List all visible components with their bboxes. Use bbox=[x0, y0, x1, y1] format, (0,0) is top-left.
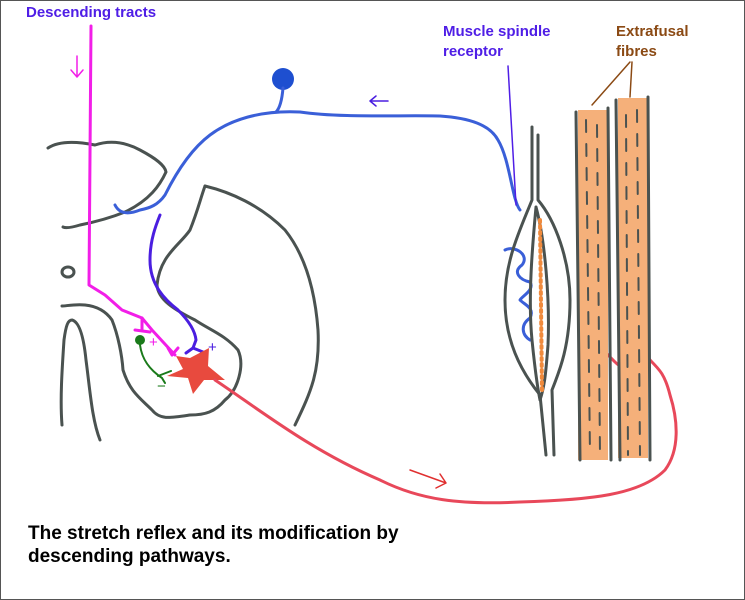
descending-arrow-icon bbox=[70, 55, 84, 78]
descending-tract-branch bbox=[133, 316, 152, 334]
descending-tract-axon bbox=[87, 24, 177, 357]
spindle-leader-line bbox=[507, 65, 517, 206]
afferent-terminal bbox=[184, 346, 205, 355]
muscle-spindle-label-line-1: Muscle spindle bbox=[443, 23, 551, 40]
extrafusal-leader-line-1 bbox=[591, 61, 631, 106]
descending-tracts-label: Descending tracts bbox=[26, 4, 157, 21]
afferent-axon bbox=[113, 110, 522, 215]
afferent-excitatory-sign: + bbox=[208, 339, 217, 356]
descending-excitatory-sign: + bbox=[149, 334, 158, 351]
spinal-cord-outline-left-lower bbox=[59, 318, 102, 442]
dorsal-root-ganglion-cell-body bbox=[272, 68, 294, 90]
afferent-ganglion-stem bbox=[274, 86, 285, 114]
muscle-spindle-intrafusal bbox=[528, 205, 550, 402]
muscle-spindle-label: Muscle spindle receptor bbox=[443, 22, 551, 62]
extrafusal-fibre-2 bbox=[614, 95, 652, 462]
extrafusal-label-line-1: Extrafusal bbox=[616, 23, 689, 40]
caption-line-2: descending pathways. bbox=[28, 546, 231, 567]
interneuron-axon bbox=[139, 344, 172, 384]
efferent-arrow-icon bbox=[409, 469, 447, 489]
muscle-spindle-label-line-2: receptor bbox=[443, 43, 504, 60]
extrafusal-label-line-2: fibres bbox=[616, 43, 657, 60]
spinal-cord-outline-grey-inner bbox=[60, 184, 243, 419]
interneuron-inhibitory-sign: − bbox=[157, 378, 166, 395]
descending-tract-terminal bbox=[166, 346, 180, 357]
afferent-arrow-icon bbox=[369, 95, 389, 107]
afferent-central-branch bbox=[148, 213, 198, 350]
extrafusal-fibres-label: Extrafusal fibres bbox=[616, 22, 689, 62]
muscle-spindle-capsule bbox=[503, 125, 572, 457]
extrafusal-fibre-1 bbox=[574, 106, 613, 462]
intrafusal-fill bbox=[538, 218, 544, 392]
motor-efferent-axon bbox=[213, 334, 678, 505]
afferent-coil bbox=[503, 247, 533, 342]
extrafusal-leader-line-2 bbox=[629, 61, 633, 98]
spinal-cord-outline-ventral-horn bbox=[203, 184, 320, 427]
motor-neuron-cell-body bbox=[167, 348, 225, 394]
spinal-cord-outline-dorsal bbox=[46, 140, 168, 230]
central-canal bbox=[60, 265, 76, 279]
caption-line-1: The stretch reflex and its modification … bbox=[28, 523, 399, 544]
interneuron-cell-body bbox=[135, 335, 145, 345]
figure-caption: The stretch reflex and its modification … bbox=[28, 522, 399, 568]
